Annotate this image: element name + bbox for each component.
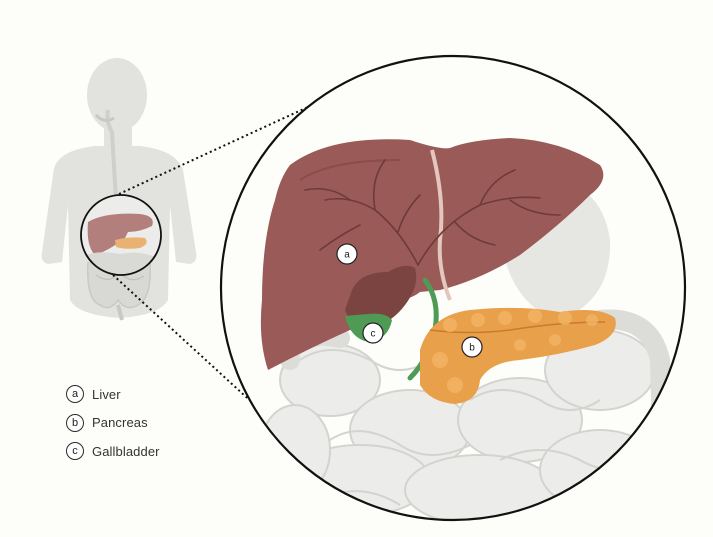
pancreas xyxy=(420,307,616,404)
pancreas-marker: b xyxy=(461,336,483,358)
legend-label: Liver xyxy=(92,386,121,402)
legend-label: Pancreas xyxy=(92,415,148,430)
legend-item-liver: a Liver xyxy=(66,383,160,405)
legend: a Liver b Pancreas c Gallbladder xyxy=(66,383,160,469)
legend-item-pancreas: b Pancreas xyxy=(66,412,160,434)
legend-item-gallbladder: c Gallbladder xyxy=(66,440,160,462)
legend-badge: b xyxy=(66,413,84,432)
magnified-circle xyxy=(219,54,687,522)
small-zoom-region xyxy=(81,195,161,275)
liver-marker: a xyxy=(336,243,358,265)
legend-label: Gallbladder xyxy=(92,443,160,459)
pancreas-marker-letter: b xyxy=(469,343,475,354)
legend-badge: c xyxy=(66,442,84,460)
gallbladder-marker: c xyxy=(362,322,384,344)
liver-marker-letter: a xyxy=(344,250,350,261)
small-zoom-circle xyxy=(80,194,162,276)
liver xyxy=(260,138,604,370)
legend-badge: a xyxy=(66,385,84,403)
gallbladder-marker-letter: c xyxy=(371,329,376,340)
